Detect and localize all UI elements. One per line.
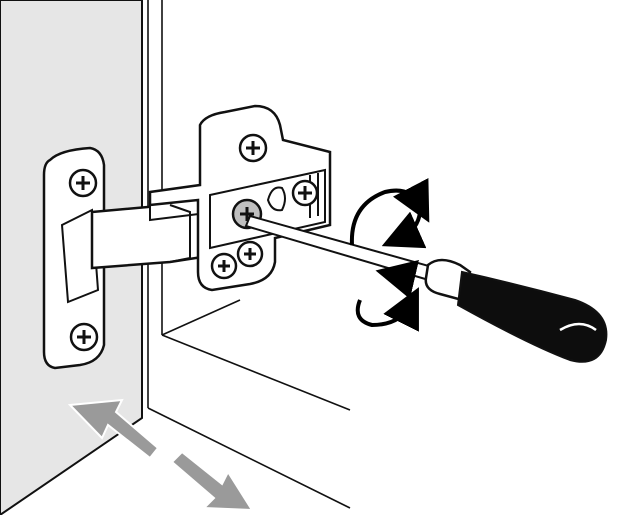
screw-door-top — [70, 170, 96, 196]
screw-plate-right — [293, 181, 317, 205]
screw-plate-bottom-left — [212, 254, 236, 278]
screw-plate-top — [240, 135, 266, 161]
screw-plate-bottom-mid — [238, 242, 262, 266]
screw-door-bottom — [71, 324, 97, 350]
move-in-out-arrows-icon — [70, 400, 252, 510]
screwdriver — [246, 216, 606, 362]
